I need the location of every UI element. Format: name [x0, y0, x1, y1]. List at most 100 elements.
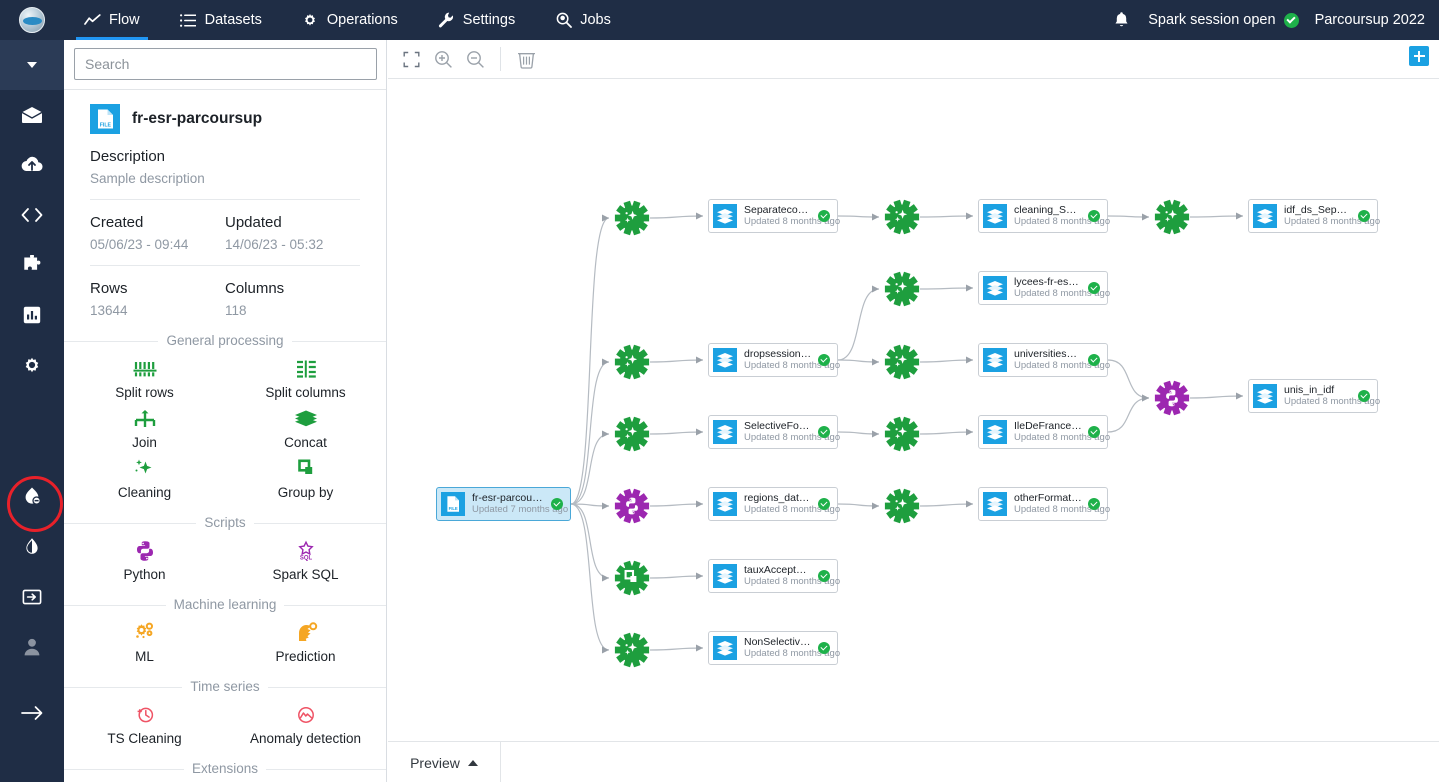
nav-item-datasets[interactable]: Datasets [160, 0, 282, 40]
operation-group-by[interactable]: Group by [225, 450, 386, 500]
rail-item-code[interactable] [0, 190, 64, 240]
flow-recipe-cleaning-r6[interactable] [884, 344, 920, 380]
rail-item-login[interactable] [0, 572, 64, 622]
flow-recipe-cleaning-r2[interactable] [884, 199, 920, 235]
droplet-icon [24, 537, 40, 557]
fit-screen-icon[interactable] [398, 46, 424, 72]
flow-recipe-concat-r9[interactable] [1154, 380, 1190, 416]
rail-item-user[interactable] [0, 622, 64, 672]
flow-edge [570, 358, 610, 505]
preview-toggle[interactable]: Preview [388, 742, 501, 782]
bell-icon[interactable] [1110, 9, 1132, 31]
flow-edge [649, 356, 704, 364]
columns-label: Columns [225, 280, 285, 297]
flow-recipe-groupby-r12[interactable] [614, 560, 650, 596]
rail-item-expand[interactable] [0, 688, 64, 738]
rail-item-data-catalog[interactable] [0, 472, 64, 532]
zoom-out-icon[interactable] [462, 46, 488, 72]
flow-node-sepcoord[interactable]: Separatecoordinate...Updated 8 months ag… [708, 199, 840, 233]
operation-concat[interactable]: Concat [225, 400, 386, 450]
flow-node-univ[interactable]: universities_fr-es...Updated 8 months ag… [978, 343, 1110, 377]
svg-text:SQL: SQL [299, 556, 312, 562]
flow-recipe-cleaning-r4[interactable] [884, 271, 920, 307]
flow-node-text: universities_fr-es...Updated 8 months ag… [1014, 348, 1110, 372]
trash-icon[interactable] [513, 46, 539, 72]
flow-node-taux[interactable]: tauxAcceptSpe_fr-e...Updated 8 months ag… [708, 559, 840, 593]
add-node-button[interactable] [1409, 46, 1429, 66]
jobs-icon [555, 12, 572, 29]
flow-node-name: dropsession_fr-esr... [744, 348, 812, 360]
flow-node-selform[interactable]: SelectiveFormation...Updated 8 months ag… [708, 415, 840, 449]
rail-item-extensions[interactable] [0, 240, 64, 290]
flow-node-text: Separatecoordinate...Updated 8 months ag… [744, 204, 840, 228]
flow-node-text: SelectiveFormation...Updated 8 months ag… [744, 420, 840, 444]
nav-item-operations[interactable]: Operations [282, 0, 418, 40]
search-input[interactable] [74, 48, 377, 80]
rail-item-mail[interactable] [0, 90, 64, 140]
flow-recipe-cleaning-r1[interactable] [614, 200, 650, 236]
rail-item-settings[interactable] [0, 340, 64, 390]
dataset-icon [713, 564, 737, 588]
flow-recipe-cleaning-r7[interactable] [614, 416, 650, 452]
flow-node-lycees[interactable]: lycees-fr-esr-parc...Updated 8 months ag… [978, 271, 1111, 305]
concat-icon [293, 406, 319, 432]
flow-recipe-cleaning-r3[interactable] [1154, 199, 1190, 235]
operation-ts-cleaning[interactable]: TS Cleaning [64, 696, 225, 746]
operation-extensions[interactable]: Extensions [64, 778, 225, 782]
operation-grid: Extensions [64, 778, 386, 782]
rail-collapse-toggle[interactable] [0, 40, 64, 90]
divider [90, 199, 360, 200]
flow-node-updated: Updated 8 months ago [1014, 288, 1111, 299]
dataset-icon [713, 420, 737, 444]
anomaly-detection-icon [293, 702, 319, 728]
operation-join[interactable]: Join [64, 400, 225, 450]
operation-split-columns[interactable]: Split columns [225, 350, 386, 400]
flow-edge [919, 428, 974, 436]
flow-node-name: universities_fr-es... [1014, 348, 1082, 360]
flow-recipe-cleaning-r5[interactable] [614, 344, 650, 380]
project-name[interactable]: Parcoursup 2022 [1314, 12, 1425, 28]
nav-item-jobs[interactable]: Jobs [535, 0, 631, 40]
flow-node-otherform[interactable]: otherFormations_fr...Updated 8 months ag… [978, 487, 1110, 521]
flow-node-cleansep[interactable]: cleaning_Separatec...Updated 8 months ag… [978, 199, 1110, 233]
flow-recipe-cleaning-r13[interactable] [614, 632, 650, 668]
rail-item-quality[interactable] [0, 522, 64, 572]
rows-label: Rows [90, 280, 128, 297]
operation-cleaning[interactable]: Cleaning [64, 450, 225, 500]
operation-prediction[interactable]: Prediction [225, 614, 386, 664]
rail-item-analytics[interactable] [0, 290, 64, 340]
flow-node-iledefr[interactable]: IleDeFrance_fr-esr...Updated 8 months ag… [978, 415, 1110, 449]
operation-ml[interactable]: ML [64, 614, 225, 664]
rail-item-upload[interactable] [0, 140, 64, 190]
operation-group-label: Time series [182, 679, 268, 694]
zoom-in-icon[interactable] [430, 46, 456, 72]
operation-anomaly-detection[interactable]: Anomaly detection [225, 696, 386, 746]
operation-label: Split columns [265, 385, 346, 400]
flow-recipe-cleaning-r8[interactable] [884, 416, 920, 452]
nav-item-settings[interactable]: Settings [418, 0, 535, 40]
operation-group-header: Time series [64, 678, 386, 696]
operation-python[interactable]: Python [64, 532, 225, 582]
flow-node-idfds[interactable]: idf_ds_Separatecoo...Updated 8 months ag… [1248, 199, 1380, 233]
flow-recipe-cleaning-r11[interactable] [884, 488, 920, 524]
nav-item-flow[interactable]: Flow [64, 0, 160, 40]
flow-node-name: idf_ds_Separatecoo... [1284, 204, 1352, 216]
operation-group-header: General processing [64, 332, 386, 350]
flow-node-name: tauxAcceptSpe_fr-e... [744, 564, 812, 576]
flow-node-nonsel[interactable]: NonSelectiveFormat...Updated 8 months ag… [708, 631, 840, 665]
flow-recipe-python-r10[interactable] [614, 488, 650, 524]
app-logo[interactable] [0, 0, 64, 40]
chart-icon [23, 306, 41, 324]
flow-edge [570, 214, 610, 505]
flow-node-dropsess[interactable]: dropsession_fr-esr...Updated 8 months ag… [708, 343, 840, 377]
operation-split-rows[interactable]: Split rows [64, 350, 225, 400]
login-icon [22, 587, 42, 607]
